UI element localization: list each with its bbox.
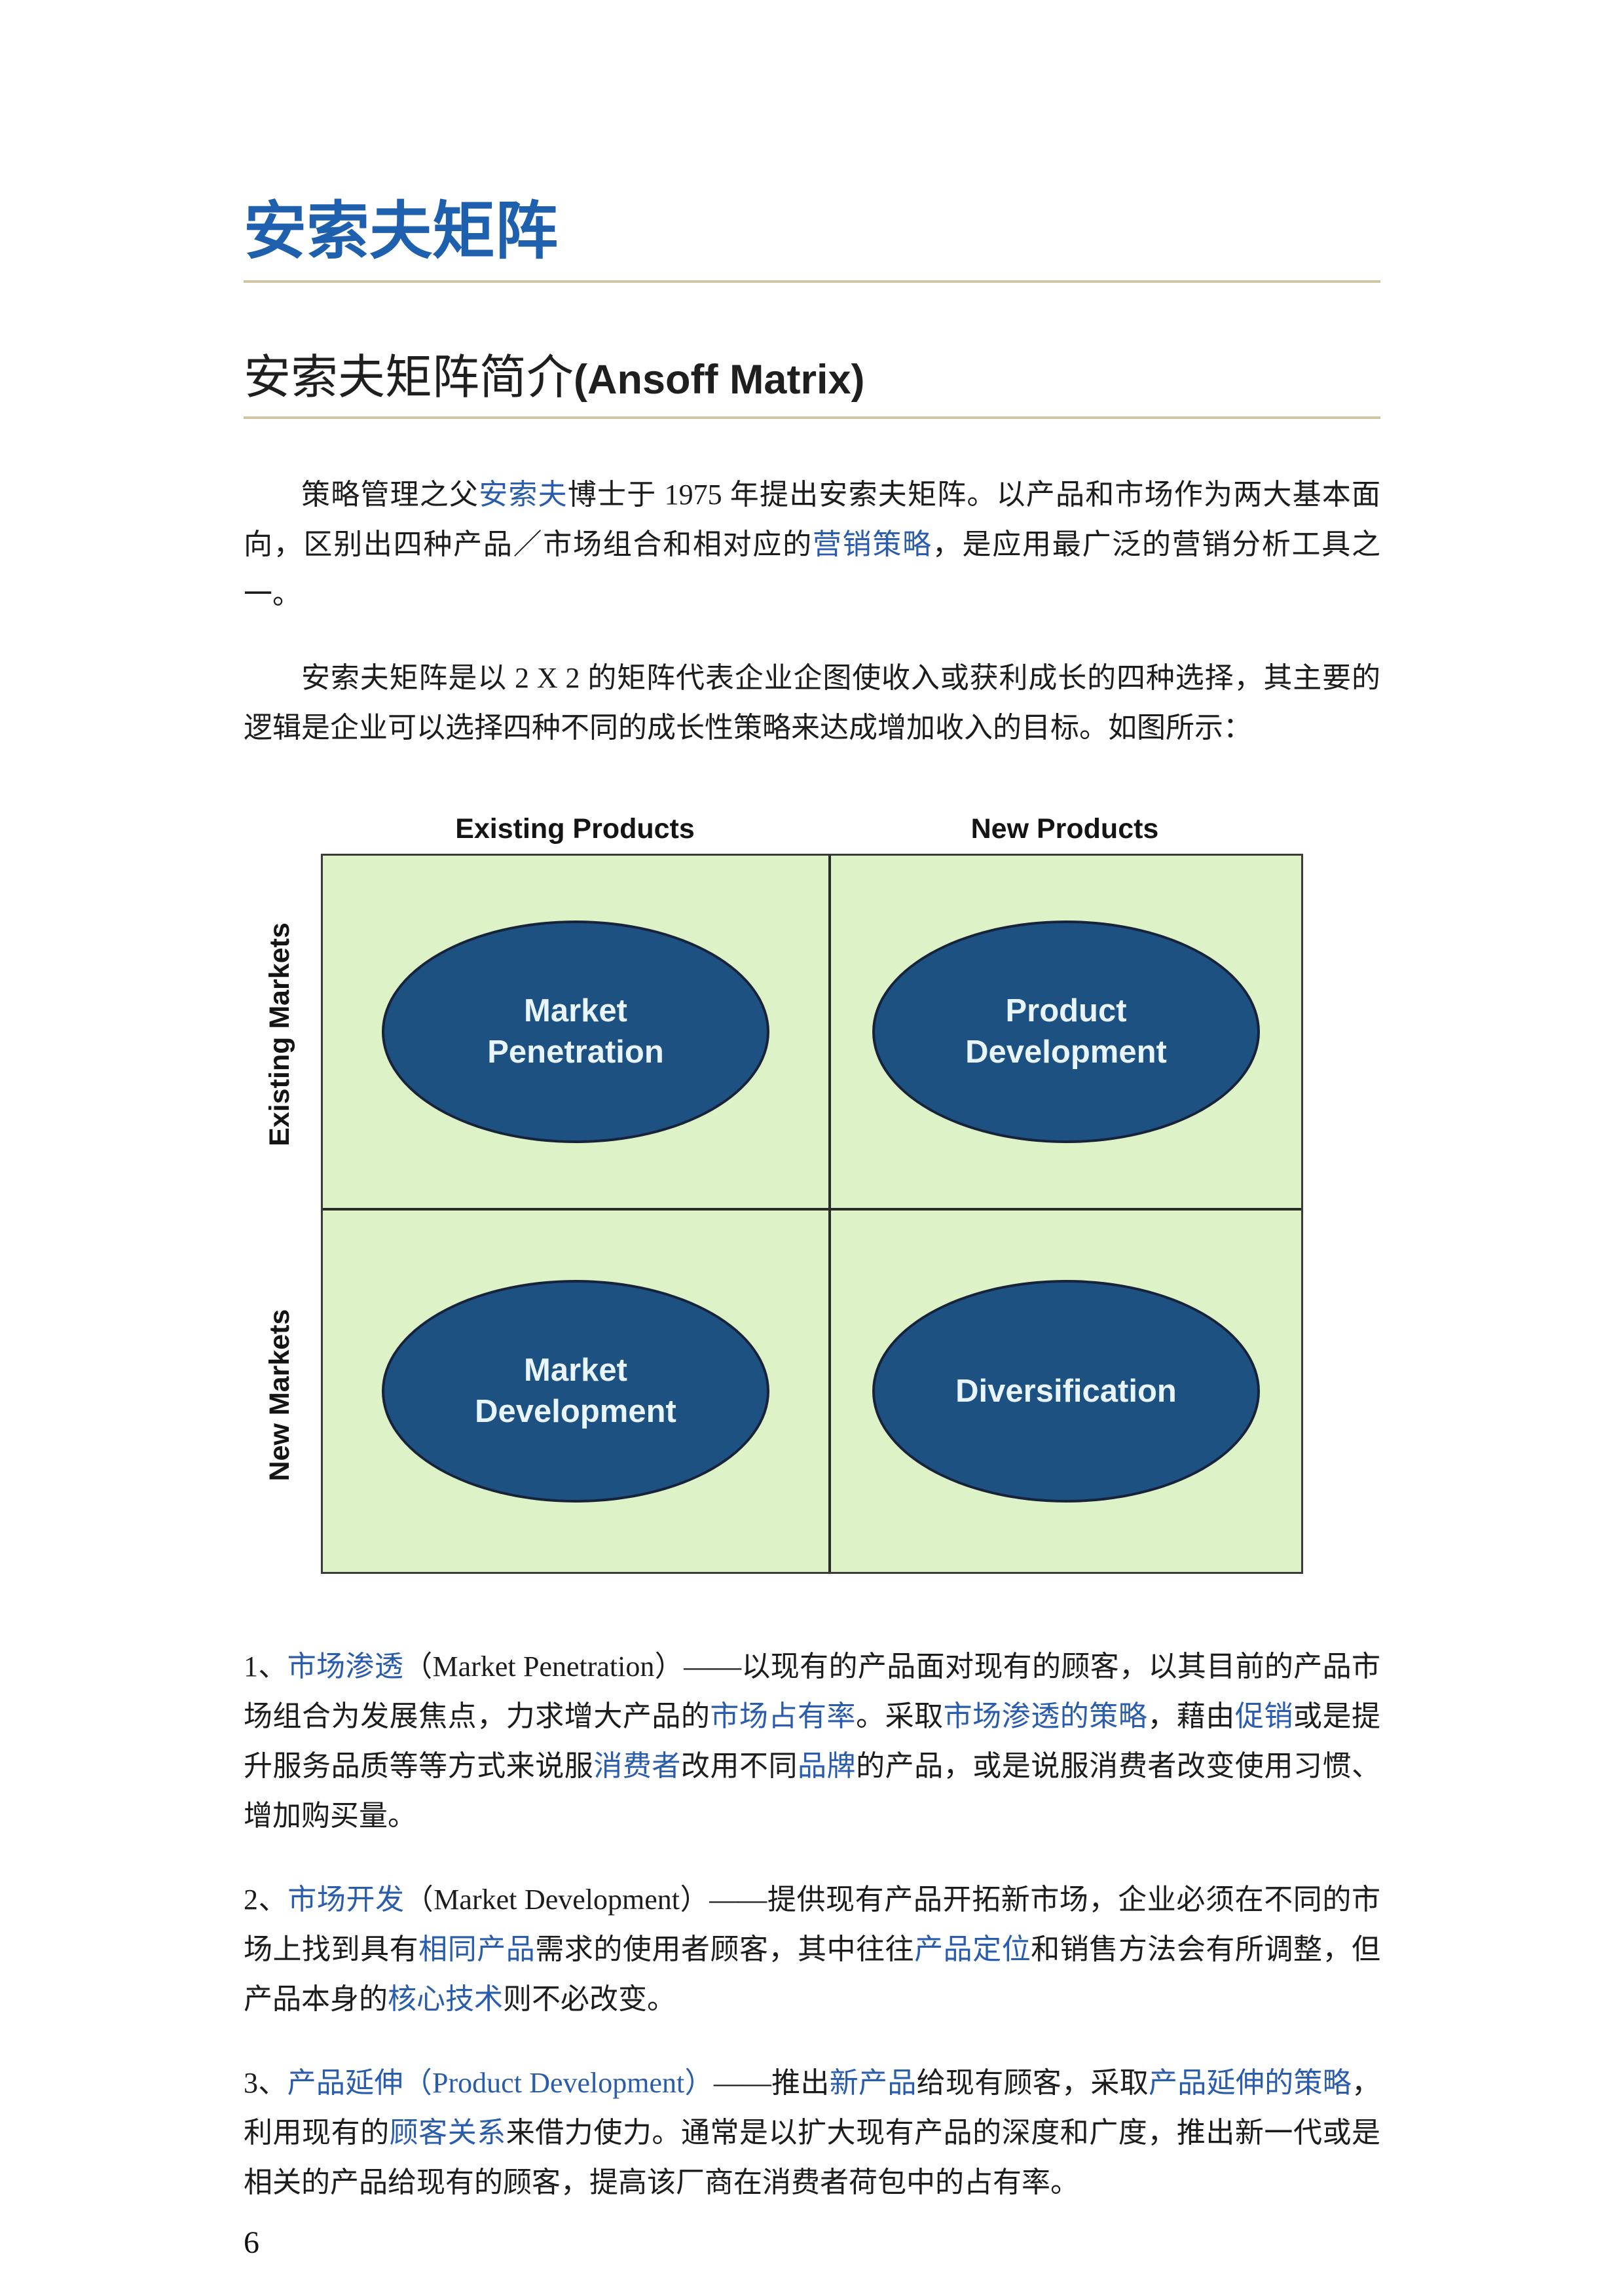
matrix-column-labels: Existing Products New Products	[321, 813, 1380, 845]
inline-hyperlink[interactable]: 市场占有率	[710, 1700, 857, 1733]
column-label-existing-products: Existing Products	[455, 813, 695, 845]
ellipse-label-line: Development	[965, 1034, 1167, 1070]
inline-text: 和销售方法会有所调整，但产品本身的	[244, 1933, 1381, 2016]
inline-text: 安索夫矩阵是以 2 X 2 的矩阵代表企业企图使收入或获利成长的四种选择，其主要…	[244, 662, 1380, 744]
inline-hyperlink[interactable]: 品牌	[798, 1750, 857, 1783]
divider-rule	[244, 280, 1380, 283]
inline-text: 改用不同	[680, 1750, 798, 1783]
numbered-paragraph-1: 1、市场渗透（Market Penetration）——以现有的产品面对现有的顾…	[244, 1642, 1380, 1841]
inline-hyperlink[interactable]: 安索夫	[479, 479, 568, 511]
ellipse-label-line: Market	[524, 993, 627, 1029]
inline-hyperlink[interactable]: 营销策略	[812, 528, 932, 561]
ellipse-label-line: Product	[1005, 993, 1127, 1029]
inline-hyperlink[interactable]: 市场开发	[287, 1884, 405, 1916]
ellipse-label-line: Market	[524, 1353, 627, 1389]
inline-text: （Market Penetration）——以现有的产品面对现有的顾客，以其目前…	[244, 1650, 1381, 1733]
inline-text: 的产品，或是说服消费者改变使用习惯、增加购买量。	[244, 1750, 1381, 1832]
ellipse-label-line: Development	[475, 1394, 676, 1430]
inline-hyperlink[interactable]: 消费者	[593, 1750, 681, 1783]
inline-text: ，利用现有的	[244, 2067, 1381, 2149]
inline-text: 博士于 1975 年提出安索夫矩阵。以产品和市场作为两大基本面向，区别出四种产品…	[244, 479, 1381, 561]
inline-text: 则不必改变。	[503, 1983, 676, 2016]
inline-text: ，是应用最广泛的营销分析工具之一。	[244, 528, 1381, 611]
ellipse-label-line: Penetration	[487, 1034, 664, 1070]
section-heading-zh: 安索夫矩阵简介	[244, 351, 574, 404]
page-title: 安索夫矩阵	[244, 196, 558, 266]
page-number: 6	[244, 2225, 259, 2261]
column-label-new-products: New Products	[970, 813, 1159, 845]
ellipse-label-line: Diversification	[955, 1373, 1177, 1409]
inline-text: 给现有顾客，采取	[916, 2067, 1149, 2100]
inline-text: 1、	[244, 1650, 287, 1683]
inline-text: 来借力使力。通常是以扩大现有产品的深度和广度，推出新一代或是相关的产品给现有的顾…	[244, 2117, 1381, 2199]
row-label-existing-markets: Existing Markets	[264, 922, 295, 1147]
section-heading-en: (Ansoff Matrix)	[574, 356, 865, 403]
intro-paragraph-2: 安索夫矩阵是以 2 X 2 的矩阵代表企业企图使收入或获利成长的四种选择，其主要…	[244, 653, 1380, 753]
inline-text: 需求的使用者顾客，其中往往	[535, 1933, 915, 1966]
numbered-paragraph-2: 2、市场开发（Market Development）——提供现有产品开拓新市场，…	[244, 1875, 1380, 2024]
inline-text: 。采取	[856, 1700, 944, 1733]
inline-text: 3、	[244, 2067, 287, 2100]
intro-paragraph-1: 策略管理之父安索夫博士于 1975 年提出安索夫矩阵。以产品和市场作为两大基本面…	[244, 470, 1380, 619]
inline-hyperlink[interactable]: 新产品	[829, 2067, 917, 2100]
inline-hyperlink[interactable]: 产品延伸（Product Development）	[287, 2067, 714, 2100]
ansoff-matrix-figure: Existing Products New Products Existing …	[244, 813, 1380, 1575]
inline-hyperlink[interactable]: 顾客关系	[389, 2117, 506, 2149]
inline-hyperlink[interactable]: 核心技术	[388, 1983, 503, 2016]
inline-text: ，藉由	[1147, 1700, 1235, 1733]
inline-text: 2、	[244, 1884, 288, 1916]
diversification-ellipse: Diversification	[872, 1280, 1260, 1503]
row-label-new-markets: New Markets	[264, 1309, 295, 1482]
inline-hyperlink[interactable]: 产品延伸的策略	[1148, 2067, 1352, 2100]
section-heading: 安索夫矩阵简介(Ansoff Matrix)	[244, 351, 1380, 405]
inline-hyperlink[interactable]: 市场渗透的策略	[943, 1700, 1148, 1733]
inline-hyperlink[interactable]: 促销	[1234, 1700, 1293, 1733]
numbered-paragraph-3: 3、产品延伸（Product Development）——推出新产品给现有顾客，…	[244, 2058, 1380, 2208]
divider-rule	[244, 416, 1380, 420]
inline-hyperlink[interactable]: 产品定位	[914, 1933, 1031, 1966]
inline-text: 或是提升服务品质等等方式来说服	[244, 1700, 1381, 1783]
inline-text: （Market Development）——提供现有产品开拓新市场，企业必须在不…	[244, 1884, 1381, 1966]
inline-text: 策略管理之父	[301, 479, 479, 511]
inline-text: ——推出	[713, 2067, 830, 2100]
inline-hyperlink[interactable]: 市场渗透	[287, 1650, 404, 1683]
quadrant-diversification: Diversification	[831, 1211, 1301, 1572]
inline-hyperlink[interactable]: 相同产品	[418, 1933, 536, 1966]
